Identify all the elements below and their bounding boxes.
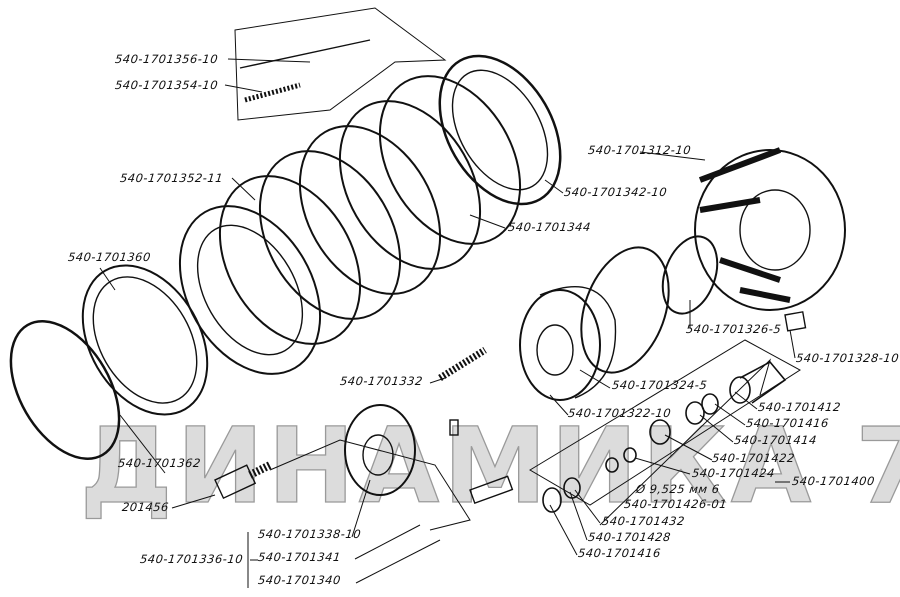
pressure-plate [81,264,209,416]
spring-1701332 [438,347,487,381]
part-label: 540-1701340 [257,573,342,587]
part-label: 540-1701328-10 [795,351,900,365]
valve-parts [542,360,787,513]
piston-assembly [519,286,617,401]
hub-assembly [269,404,471,531]
bolt-201456 [214,464,257,500]
leader-frame-top [234,7,447,121]
part-label: 540-1701344 [507,220,592,234]
part-label: 540-1701352-11 [119,171,224,185]
part-label: 540-1701412 [757,400,842,414]
part-label: 540-1701416 [577,546,662,560]
seal-ring [580,246,670,374]
part-label: 540-1701322-10 [567,406,672,420]
friction-disc-stack [178,54,562,375]
part-label: 540-1701428 [587,530,672,544]
pin-part-lower [469,475,514,505]
part-label: 540-1701336-10 [139,552,244,566]
part-label: 540-1701342-10 [563,185,668,199]
pressure-plate-inner [92,276,198,404]
small-key [449,419,459,436]
pin-part [239,39,371,69]
part-label: 540-1701424 [691,466,776,480]
part-label: 201456 [121,500,170,514]
part-label: 540-1701338-10 [257,527,362,541]
part-label: 540-1701312-10 [587,143,692,157]
part-label: 540-1701416 [745,416,830,430]
part-label: 540-1701324-5 [611,378,709,392]
key-part [784,311,807,332]
part-label: 540-1701326-5 [685,322,783,336]
part-label: 540-1701422 [711,451,796,465]
part-label: 540-1701332 [339,374,424,388]
part-label: 540-1701354-10 [114,78,219,92]
part-label: 540-1701400 [791,474,876,488]
spring-part [244,82,301,103]
watermark: ДИНАМИКА 76 [79,404,900,527]
part-label: 540-1701414 [733,433,818,447]
part-label: 540-1701356-10 [114,52,219,66]
part-label: 540-1701362 [117,456,202,470]
ball-size-label: Ø 9,525 мм 6 [635,482,721,496]
clutch-drum [694,147,846,311]
part-label: 540-1701426-01 [623,497,728,511]
snap-ring [9,320,121,460]
part-label: 540-1701341 [257,550,342,564]
part-label: 540-1701432 [601,514,686,528]
leader-lines [99,58,796,588]
part-label: 540-1701360 [67,250,152,264]
